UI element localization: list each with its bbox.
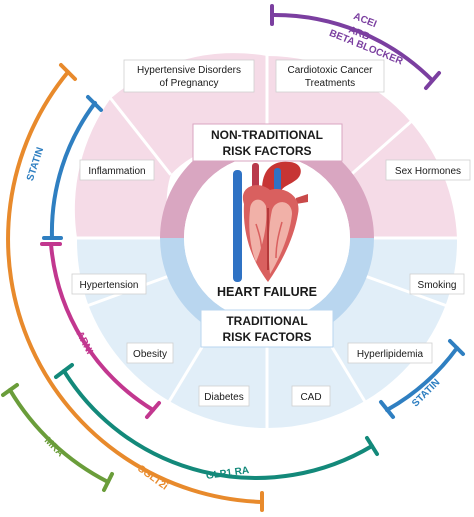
traditional-header-box — [200, 309, 334, 348]
factor-cardiotoxic-line2: Treatments — [305, 78, 355, 89]
hypertension-box — [71, 273, 147, 295]
therapy-arcs — [1, 4, 465, 512]
factor-pregnancy-line1: Hypertensive Disorders — [137, 65, 241, 76]
factor-hypertension: Hypertension — [80, 280, 139, 291]
factor-obesity: Obesity — [133, 349, 167, 360]
cardiotoxic-box — [275, 59, 385, 93]
diabetes-box — [198, 385, 250, 407]
non-traditional-header-line1: NON-TRADITIONAL — [211, 128, 323, 142]
hyperlipidemia-box — [347, 342, 433, 364]
smoking-box — [409, 273, 465, 295]
mra-arc — [1, 383, 114, 492]
cad-box — [291, 385, 331, 407]
therapy-mra: MRA — [42, 435, 66, 459]
pregnancy-box — [123, 59, 255, 93]
factor-smoking: Smoking — [418, 280, 457, 291]
factor-sex-hormones: Sex Hormones — [395, 166, 461, 177]
factor-inflammation: Inflammation — [88, 166, 145, 177]
factor-hyperlipidemia: Hyperlipidemia — [357, 349, 424, 360]
heart-icon — [233, 161, 308, 282]
heart-failure-label: HEART FAILURE — [217, 285, 317, 299]
acei-arc — [270, 4, 441, 90]
non-traditional-header-box — [192, 123, 343, 162]
sglt2i-arc — [6, 63, 264, 512]
glp1-arc — [54, 363, 379, 480]
arni-arc — [40, 242, 161, 419]
sex-hormones-box — [385, 159, 471, 181]
factor-cad: CAD — [300, 392, 321, 403]
obesity-box — [126, 342, 174, 364]
factor-diabetes: Diabetes — [204, 392, 243, 403]
therapy-statin-left: STATIN — [25, 146, 46, 182]
therapy-arni: ARNI — [74, 329, 95, 356]
factor-cardiotoxic-line1: Cardiotoxic Cancer — [287, 65, 373, 76]
inflammation-box — [79, 159, 155, 181]
statin-right-arc — [379, 339, 465, 419]
statin-left-arc — [42, 95, 103, 240]
traditional-header-line1: TRADITIONAL — [226, 314, 307, 328]
non-traditional-header-line2: RISK FACTORS — [222, 144, 311, 158]
factor-pregnancy-line2: of Pregnancy — [160, 78, 219, 89]
traditional-header-line2: RISK FACTORS — [222, 330, 311, 344]
